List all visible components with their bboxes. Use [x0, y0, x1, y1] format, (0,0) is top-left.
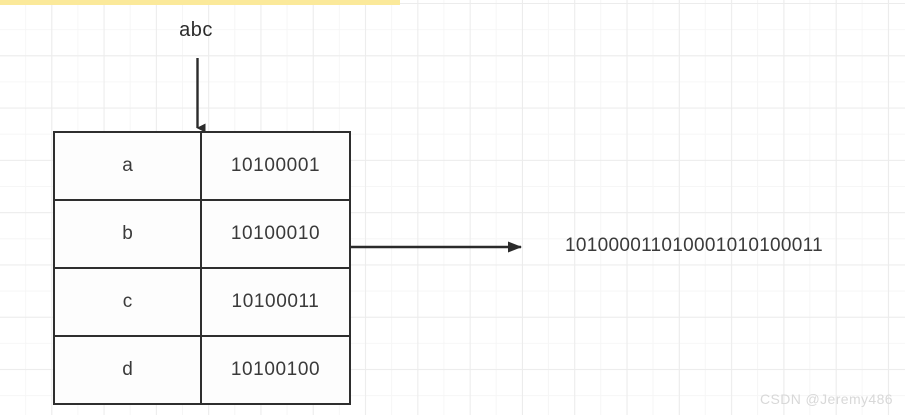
output-bit-string: 101000011010001010100011: [565, 235, 823, 256]
watermark: CSDN @Jeremy486: [759, 391, 893, 407]
table-cell-character: c: [53, 267, 202, 337]
top-yellow-highlight-strip: [0, 0, 400, 5]
table-cell-code: 10100001: [200, 131, 351, 201]
table-cell-code: 10100010: [200, 199, 351, 269]
input-string-label: abc: [179, 19, 213, 41]
table-cell-code: 10100100: [200, 335, 351, 405]
table-row: a 10100001: [53, 131, 351, 201]
table-row: d 10100100: [53, 335, 351, 405]
character-encoding-table: a 10100001 b 10100010 c 10100011 d 10100…: [53, 131, 351, 405]
table-row: b 10100010: [53, 199, 351, 269]
table-cell-character: b: [53, 199, 202, 269]
table-row: c 10100011: [53, 267, 351, 337]
table-cell-code: 10100011: [200, 267, 351, 337]
table-cell-character: a: [53, 131, 202, 201]
table-cell-character: d: [53, 335, 202, 405]
